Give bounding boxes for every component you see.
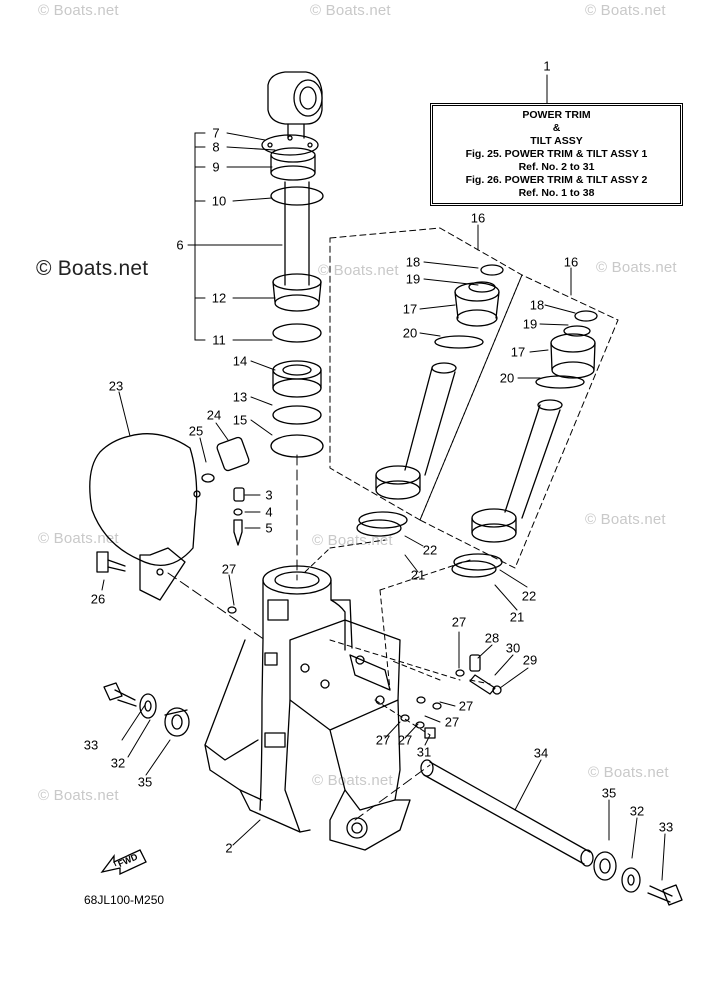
callout-number: 35	[137, 774, 153, 790]
callout-number: 34	[533, 745, 549, 761]
callout-number: 27	[375, 732, 391, 748]
callout-number: 10	[211, 193, 227, 209]
figure-reference: Ref. No. 2 to 31	[518, 161, 595, 173]
cover-shell	[89, 433, 201, 601]
callout-number: 22	[422, 542, 438, 558]
bolt-26	[96, 551, 126, 573]
assembly-title-ampersand: &	[552, 122, 561, 134]
callout-number: 16	[470, 210, 486, 226]
callout-number: 1	[543, 58, 551, 74]
callout-number: 27	[458, 698, 474, 714]
callout-number: 17	[510, 344, 526, 360]
fwd-arrow-icon: FWD	[100, 849, 147, 876]
left-bolt-set	[103, 682, 190, 737]
watermark: © Boats.net	[38, 530, 119, 547]
callout-number: 20	[499, 370, 515, 386]
callout-number: 11	[212, 332, 226, 348]
callout-number: 25	[188, 423, 204, 439]
tilt-cylinder-right	[451, 310, 598, 578]
diagram-code: 68JL100-M250	[84, 893, 165, 907]
callout-number: 28	[484, 630, 500, 646]
callout-number: 23	[108, 378, 124, 394]
watermark: © Boats.net	[585, 2, 666, 19]
cylinder-assembly-outline	[329, 227, 619, 569]
callout-number: 35	[601, 785, 617, 801]
tilt-tube-34	[420, 759, 594, 867]
callout-number: 29	[522, 652, 538, 668]
watermark: © Boats.net	[310, 2, 391, 19]
assembly-title-line3: TILT ASSY	[530, 135, 583, 147]
right-bolt-set	[593, 851, 683, 906]
small-bearing-parts	[201, 436, 250, 546]
watermark: © Boats.net	[596, 259, 677, 276]
callout-number: 30	[505, 640, 521, 656]
callout-number: 33	[83, 737, 99, 753]
callout-number: 27	[444, 714, 460, 730]
figure-reference: Fig. 26. POWER TRIM & TILT ASSY 2	[465, 174, 648, 186]
callout-number: 3	[265, 487, 273, 503]
watermark: © Boats.net	[36, 257, 149, 280]
callout-number: 19	[405, 271, 421, 287]
callout-number: 8	[212, 139, 220, 155]
callout-number: 19	[522, 316, 538, 332]
callout-number: 27	[221, 561, 237, 577]
callout-number: 27	[397, 732, 413, 748]
watermark: © Boats.net	[318, 262, 399, 279]
callout-number: 16	[563, 254, 579, 270]
tilt-cylinder-left	[356, 264, 504, 537]
callout-number: 22	[521, 588, 537, 604]
callout-number: 15	[232, 412, 248, 428]
callout-number: 13	[232, 389, 248, 405]
callout-number: 14	[232, 353, 248, 369]
callout-number: 4	[265, 504, 273, 520]
seal-rings	[270, 360, 324, 458]
callout-number: 2	[225, 840, 233, 856]
watermark: © Boats.net	[585, 511, 666, 528]
tilt-rod-assembly	[261, 71, 324, 343]
callout-number: 12	[211, 290, 227, 306]
callout-number: 17	[402, 301, 418, 317]
watermark: © Boats.net	[588, 764, 669, 781]
watermark: © Boats.net	[38, 2, 119, 19]
callout-number: 21	[410, 567, 426, 583]
callout-number: 20	[402, 325, 418, 341]
callout-number: 6	[176, 237, 184, 253]
callout-number: 9	[212, 159, 220, 175]
callout-number: 24	[206, 407, 222, 423]
callout-number: 31	[416, 744, 432, 760]
callout-number: 21	[509, 609, 525, 625]
callout-number: 18	[405, 254, 421, 270]
assembly-info-box: POWER TRIM & TILT ASSY Fig. 25. POWER TR…	[430, 103, 683, 206]
figure-reference: Fig. 25. POWER TRIM & TILT ASSY 1	[465, 148, 648, 160]
callout-number: 32	[629, 803, 645, 819]
callout-number: 27	[451, 614, 467, 630]
tilt-bracket-body	[204, 565, 411, 851]
leader-lines	[101, 74, 666, 881]
callout-number: 5	[265, 520, 273, 536]
watermark: © Boats.net	[38, 787, 119, 804]
small-fittings	[227, 606, 502, 739]
watermark: © Boats.net	[312, 772, 393, 789]
assembly-title: POWER TRIM	[522, 109, 591, 121]
figure-reference: Ref. No. 1 to 38	[518, 187, 595, 199]
callout-number: 26	[90, 591, 106, 607]
callout-number: 32	[110, 755, 126, 771]
callout-number: 33	[658, 819, 674, 835]
callout-number: 7	[212, 125, 220, 141]
callout-number: 18	[529, 297, 545, 313]
